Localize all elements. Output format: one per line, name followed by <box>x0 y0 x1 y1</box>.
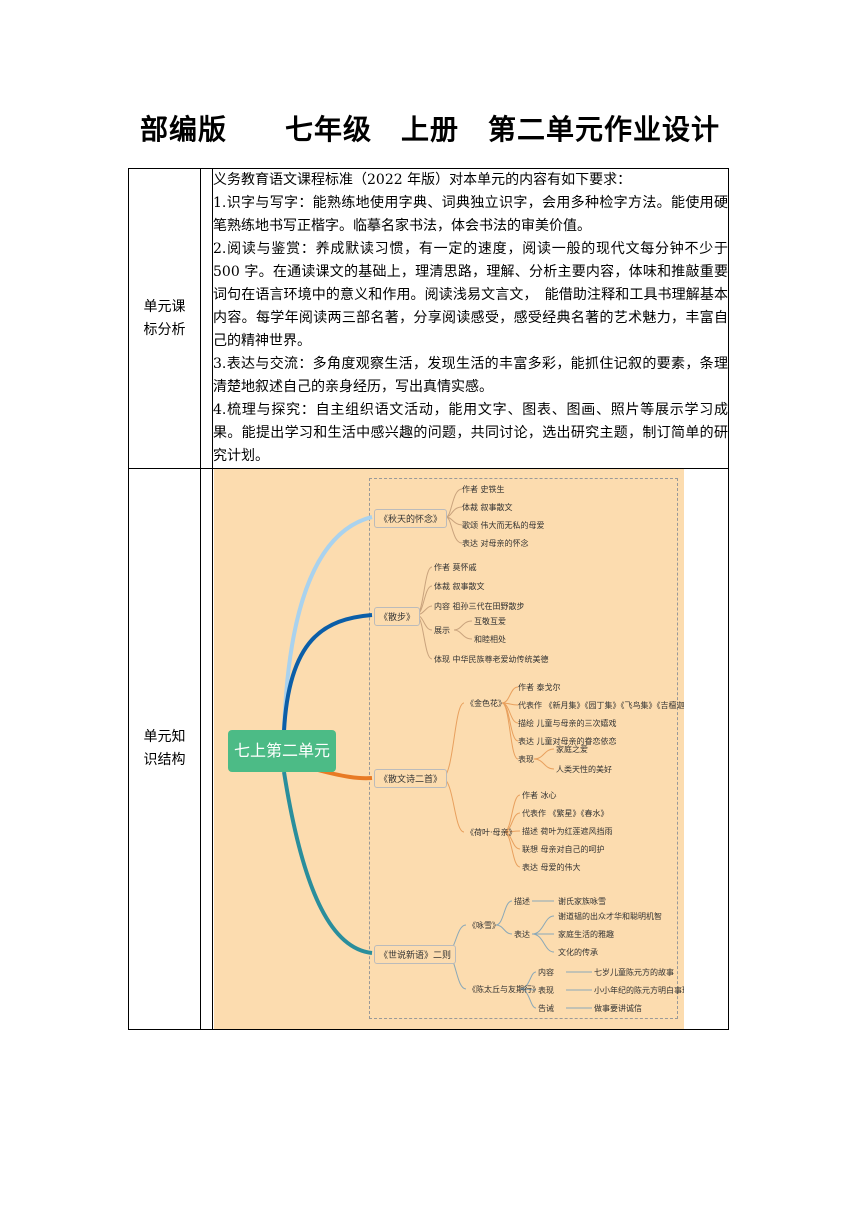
story1-item: 家庭生活的雅趣 <box>558 930 614 939</box>
poem1-sub: 人类天性的美好 <box>556 765 612 774</box>
poem2-item: 代表作 《繁星》《春水》 <box>522 809 609 818</box>
poem2-item: 表达 母爱的伟大 <box>522 863 581 872</box>
poem2-item: 联想 母亲对自己的呵护 <box>522 845 605 854</box>
lesson3-title: 《散文诗二首》 <box>374 769 448 788</box>
lesson4-title: 《世说新语》二则 <box>374 945 457 964</box>
mindmap-dashed-frame <box>369 478 678 1019</box>
poem1-item: 描绘 儿童与母亲的三次嬉戏 <box>518 719 617 728</box>
lesson1-item: 作者 史铁生 <box>462 485 505 494</box>
curriculum-item-3: 3.表达与交流：多角度观察生活，发现生活的丰富多彩，能抓住记叙的要素，条理清楚地… <box>213 356 728 395</box>
lesson2-sub: 互敬互爱 <box>474 617 506 626</box>
structure-row: 单元知识结构 <box>128 468 729 1030</box>
poem2-title: 《荷叶·母亲》 <box>466 828 517 837</box>
lesson2-sub: 和睦相处 <box>474 635 506 644</box>
story1-item: 文化的传承 <box>558 948 598 957</box>
story2-label: 告诫 <box>538 1004 554 1013</box>
story2-item: 七岁儿童陈元方的故事 <box>594 968 674 977</box>
poem2-item: 描述 荷叶为红莲遮风挡雨 <box>522 827 613 836</box>
curriculum-item-1: 1.识字与写字：能熟练地使用字典、词典独立识字，会用多种检字方法。能使用硬笔熟练… <box>213 195 728 234</box>
central-topic: 七上第二单元 <box>228 730 336 772</box>
story2-item: 做事要讲诚信 <box>594 1004 642 1013</box>
lesson2-item: 作者 莫怀戚 <box>434 563 477 572</box>
curriculum-item-2: 2.阅读与鉴赏：养成默读习惯，有一定的速度，阅读一般的现代文每分钟不少于 500… <box>213 241 728 349</box>
spacer-cell <box>200 168 213 469</box>
story1-label: 表达 <box>514 930 530 939</box>
story2-item: 小小年纪的陈元方明白事理 <box>594 986 684 995</box>
poem1-item: 代表作 《新月集》《园丁集》《飞鸟集》《吉檀迦利》 <box>518 701 684 710</box>
story1-title: 《咏雪》 <box>468 921 500 930</box>
lesson1-item: 歌颂 伟大而无私的母爱 <box>462 521 545 530</box>
curriculum-item-4: 4.梳理与探究：自主组织语文活动，能用文字、图表、图画、照片等展示学习成果。能提… <box>213 402 728 464</box>
poem1-title: 《金色花》 <box>466 699 506 708</box>
structure-label: 单元知识结构 <box>143 729 186 768</box>
poem1-item: 表达 儿童对母亲的眷恋依恋 <box>518 737 617 746</box>
mindmap-image: 七上第二单元 《秋天的怀念》 作者 史铁生 体裁 叙事散文 歌颂 伟大而无私的母… <box>214 469 684 1029</box>
poem2-item: 作者 冰心 <box>522 791 557 800</box>
lesson1-title: 《秋天的怀念》 <box>374 509 448 528</box>
curriculum-label: 单元课标分析 <box>143 298 186 338</box>
story1-label: 描述 <box>514 897 530 906</box>
structure-label-cell: 单元知识结构 <box>128 468 201 1030</box>
curriculum-label-cell: 单元课标分析 <box>128 168 201 469</box>
curriculum-row: 单元课标分析 义务教育语文课程标准（2022 年版）对本单元的内容有如下要求： … <box>128 168 729 469</box>
curriculum-text-cell: 义务教育语文课程标准（2022 年版）对本单元的内容有如下要求： 1.识字与写字… <box>212 168 729 469</box>
mindmap-connectors <box>282 488 592 1009</box>
lesson2-title: 《散步》 <box>374 607 421 626</box>
lesson2-item: 内容 祖孙三代在田野散步 <box>434 602 525 611</box>
lesson1-item: 体裁 叙事散文 <box>462 503 513 512</box>
lesson2-item: 体现 中华民族尊老爱幼传统美德 <box>434 655 549 664</box>
design-table: 单元课标分析 义务教育语文课程标准（2022 年版）对本单元的内容有如下要求： … <box>128 168 729 1030</box>
poem1-item: 表现 <box>518 755 534 764</box>
story1-item: 谢氏家族咏雪 <box>558 897 606 906</box>
spacer-cell <box>200 468 213 1030</box>
story2-title: 《陈太丘与友期行》 <box>468 985 540 994</box>
lesson2-item: 展示 <box>434 626 450 635</box>
story1-item: 谢道韫的出众才华和聪明机智 <box>558 912 662 921</box>
lesson1-item: 表达 对母亲的怀念 <box>462 539 529 548</box>
page-title: 部编版 七年级 上册 第二单元作业设计 <box>139 113 720 146</box>
story2-label: 内容 <box>538 968 554 977</box>
poem1-item: 作者 泰戈尔 <box>518 683 561 692</box>
poem1-sub: 家庭之爱 <box>556 745 588 754</box>
story2-label: 表现 <box>538 986 554 995</box>
lesson2-item: 体裁 叙事散文 <box>434 582 485 591</box>
curriculum-intro: 义务教育语文课程标准（2022 年版）对本单元的内容有如下要求： <box>213 172 632 188</box>
mindmap-cell: 七上第二单元 《秋天的怀念》 作者 史铁生 体裁 叙事散文 歌颂 伟大而无私的母… <box>212 468 729 1030</box>
